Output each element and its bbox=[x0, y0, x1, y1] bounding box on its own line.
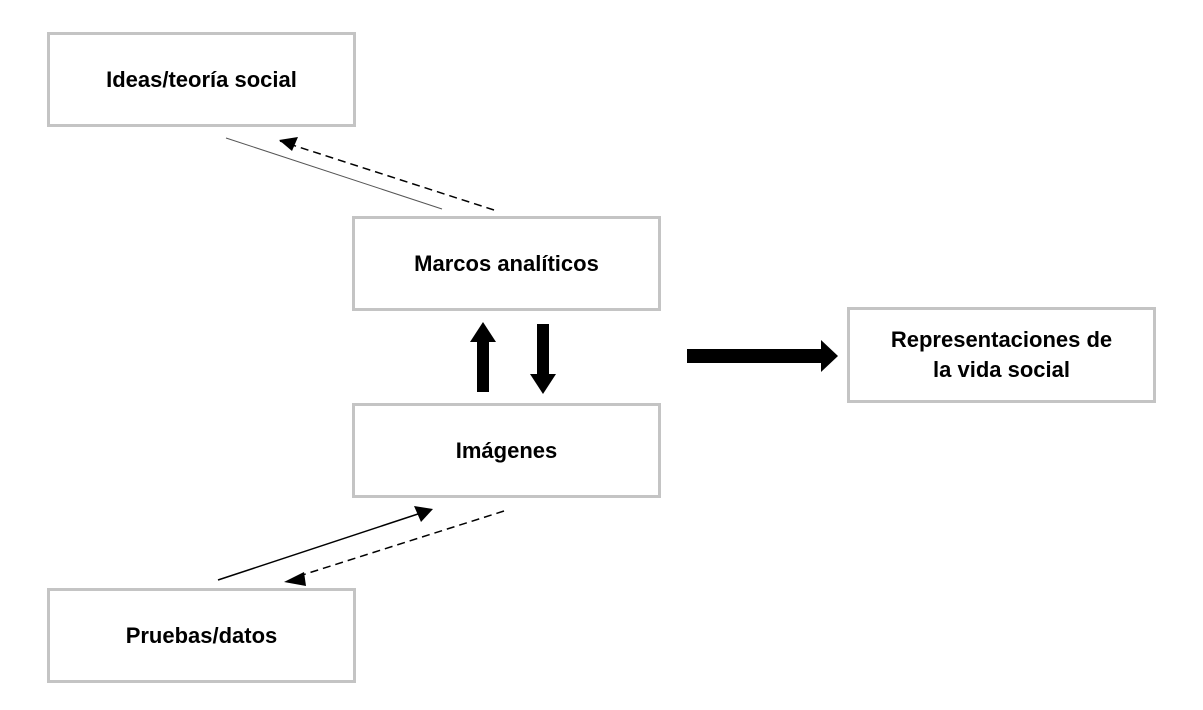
arrowhead-imagenes-pruebas bbox=[284, 572, 306, 586]
edge-to-representaciones-shaft bbox=[687, 349, 823, 363]
edge-imagenes-marcos-shaft bbox=[477, 340, 489, 392]
arrowhead-down bbox=[530, 374, 556, 394]
edge-marcos-ideas-dashed bbox=[279, 140, 495, 211]
node-pruebas-datos: Pruebas/datos bbox=[47, 588, 356, 683]
edge-ideas-marcos-solid bbox=[225, 137, 443, 210]
arrowhead-right bbox=[821, 340, 838, 372]
node-marcos-analiticos: Marcos analíticos bbox=[352, 216, 661, 311]
edge-imagenes-pruebas-dashed bbox=[295, 510, 505, 578]
node-label: Marcos analíticos bbox=[414, 250, 599, 276]
arrowhead-marcos-ideas bbox=[279, 137, 298, 151]
edge-pruebas-imagenes-solid bbox=[217, 511, 425, 581]
edge-marcos-imagenes-shaft bbox=[537, 324, 549, 376]
node-imagenes: Imágenes bbox=[352, 403, 661, 498]
arrowhead-pruebas-imagenes bbox=[414, 506, 433, 522]
node-label: Imágenes bbox=[455, 437, 558, 463]
node-label: Pruebas/datos bbox=[125, 622, 278, 648]
node-representaciones-vida-social: Representaciones de la vida social bbox=[847, 307, 1156, 403]
node-ideas-teoria-social: Ideas/teoría social bbox=[47, 32, 356, 127]
node-label: Representaciones de la vida social bbox=[890, 327, 1113, 382]
node-label: Ideas/teoría social bbox=[106, 66, 297, 92]
arrowhead-up bbox=[470, 322, 496, 342]
